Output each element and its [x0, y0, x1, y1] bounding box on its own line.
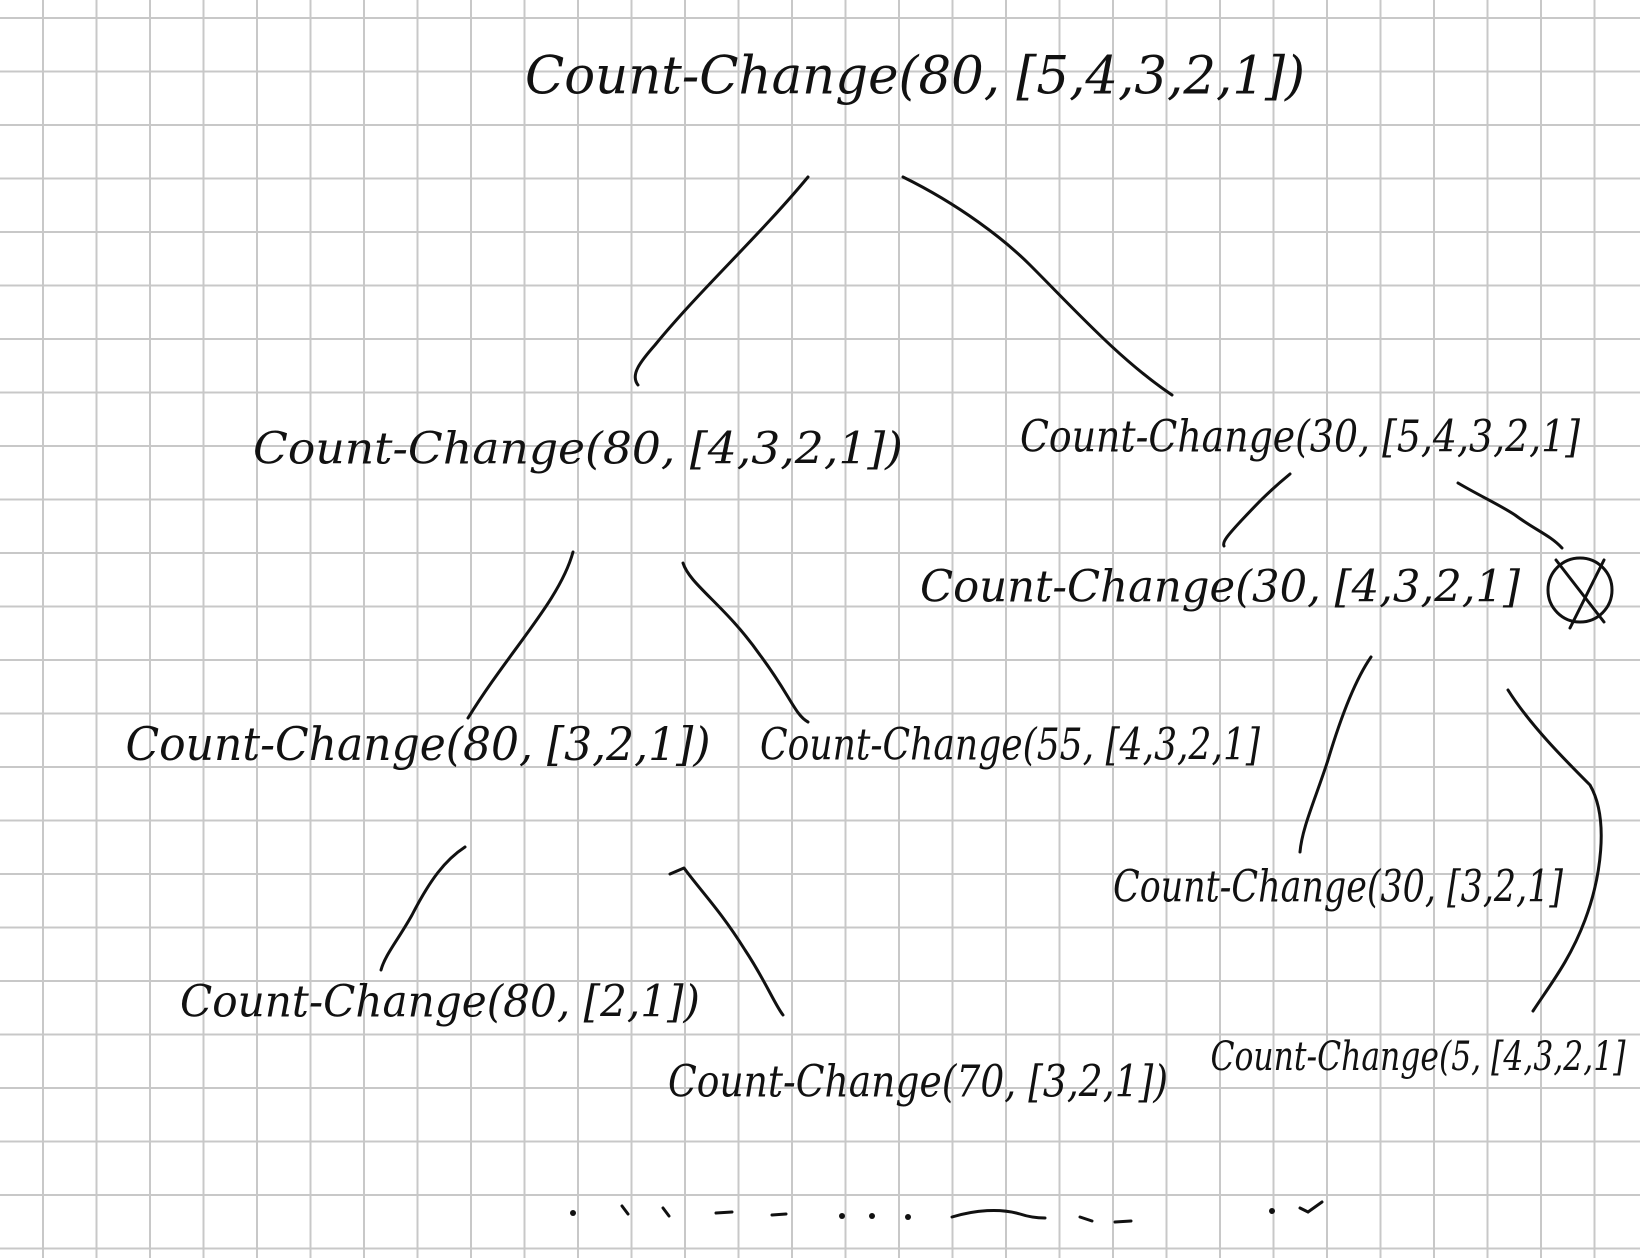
edge-80-321-80-21: [379, 845, 467, 972]
edge-30-4321-5-4321: [1506, 688, 1603, 1013]
node-5-4321: Count-Change(5, [4,3,2,1]: [1211, 1034, 1626, 1080]
edge-80-321-70-321: [668, 866, 785, 1017]
edge-right-30-4321: [1222, 472, 1292, 548]
node-80-4321: Count-Change(80, [4,3,2,1]): [253, 424, 903, 475]
edge-left-55-4321: [681, 561, 810, 724]
node-55-4321: Count-Change(55, [4,3,2,1]: [760, 720, 1261, 771]
edge-left-80-321: [466, 550, 575, 720]
ellipsis-dots: [570, 1200, 1324, 1224]
node-80-21: Count-Change(80, [2,1]): [180, 977, 700, 1028]
node-30-54321: Count-Change(30, [5,4,3,2,1]: [1020, 412, 1581, 463]
edge-root-right: [901, 175, 1174, 397]
node-30-321: Count-Change(30, [3,2,1]: [1113, 862, 1564, 913]
edge-root-left: [633, 175, 810, 387]
node-root: Count-Change(80, [5,4,3,2,1]): [525, 47, 1305, 107]
edge-30-4321-30-321: [1298, 655, 1373, 854]
node-80-321: Count-Change(80, [3,2,1]): [126, 717, 711, 771]
node-70-321: Count-Change(70, [3,2,1]): [668, 1057, 1168, 1108]
edge-right-crossed-circle: [1456, 481, 1564, 550]
node-30-4321: Count-Change(30, [4,3,2,1]: [920, 562, 1521, 613]
crossed-circle-icon: [1546, 556, 1614, 630]
